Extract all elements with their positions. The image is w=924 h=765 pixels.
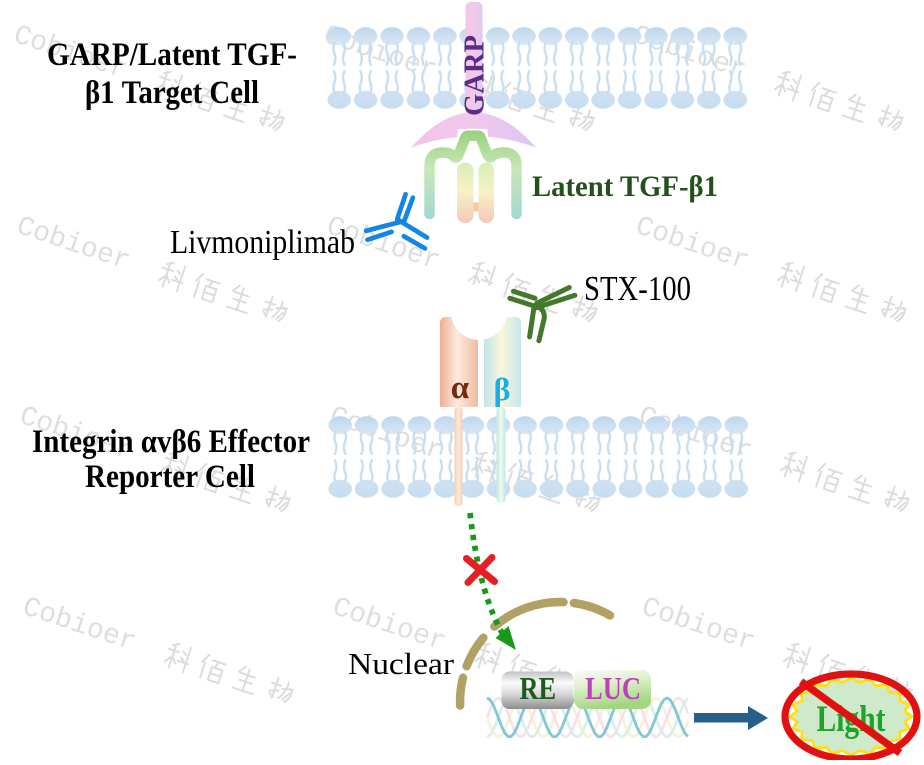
svg-text:α: α — [451, 370, 470, 406]
svg-text:LUC: LUC — [585, 670, 641, 706]
svg-text:STX-100: STX-100 — [584, 269, 691, 308]
svg-text:β1 Target Cell: β1 Target Cell — [85, 75, 259, 111]
svg-text:Integrin αvβ6 Effector: Integrin αvβ6 Effector — [32, 424, 310, 460]
svg-text:Latent TGF-β1: Latent TGF-β1 — [532, 170, 718, 203]
svg-text:Reporter Cell: Reporter Cell — [85, 459, 255, 495]
svg-text:GARP: GARP — [460, 35, 491, 116]
svg-text:RE: RE — [520, 670, 557, 706]
svg-text:GARP/Latent TGF-: GARP/Latent TGF- — [47, 37, 297, 73]
svg-text:Livmoniplimab: Livmoniplimab — [170, 224, 355, 261]
svg-text:Nuclear: Nuclear — [348, 646, 455, 681]
svg-text:β: β — [494, 371, 511, 407]
